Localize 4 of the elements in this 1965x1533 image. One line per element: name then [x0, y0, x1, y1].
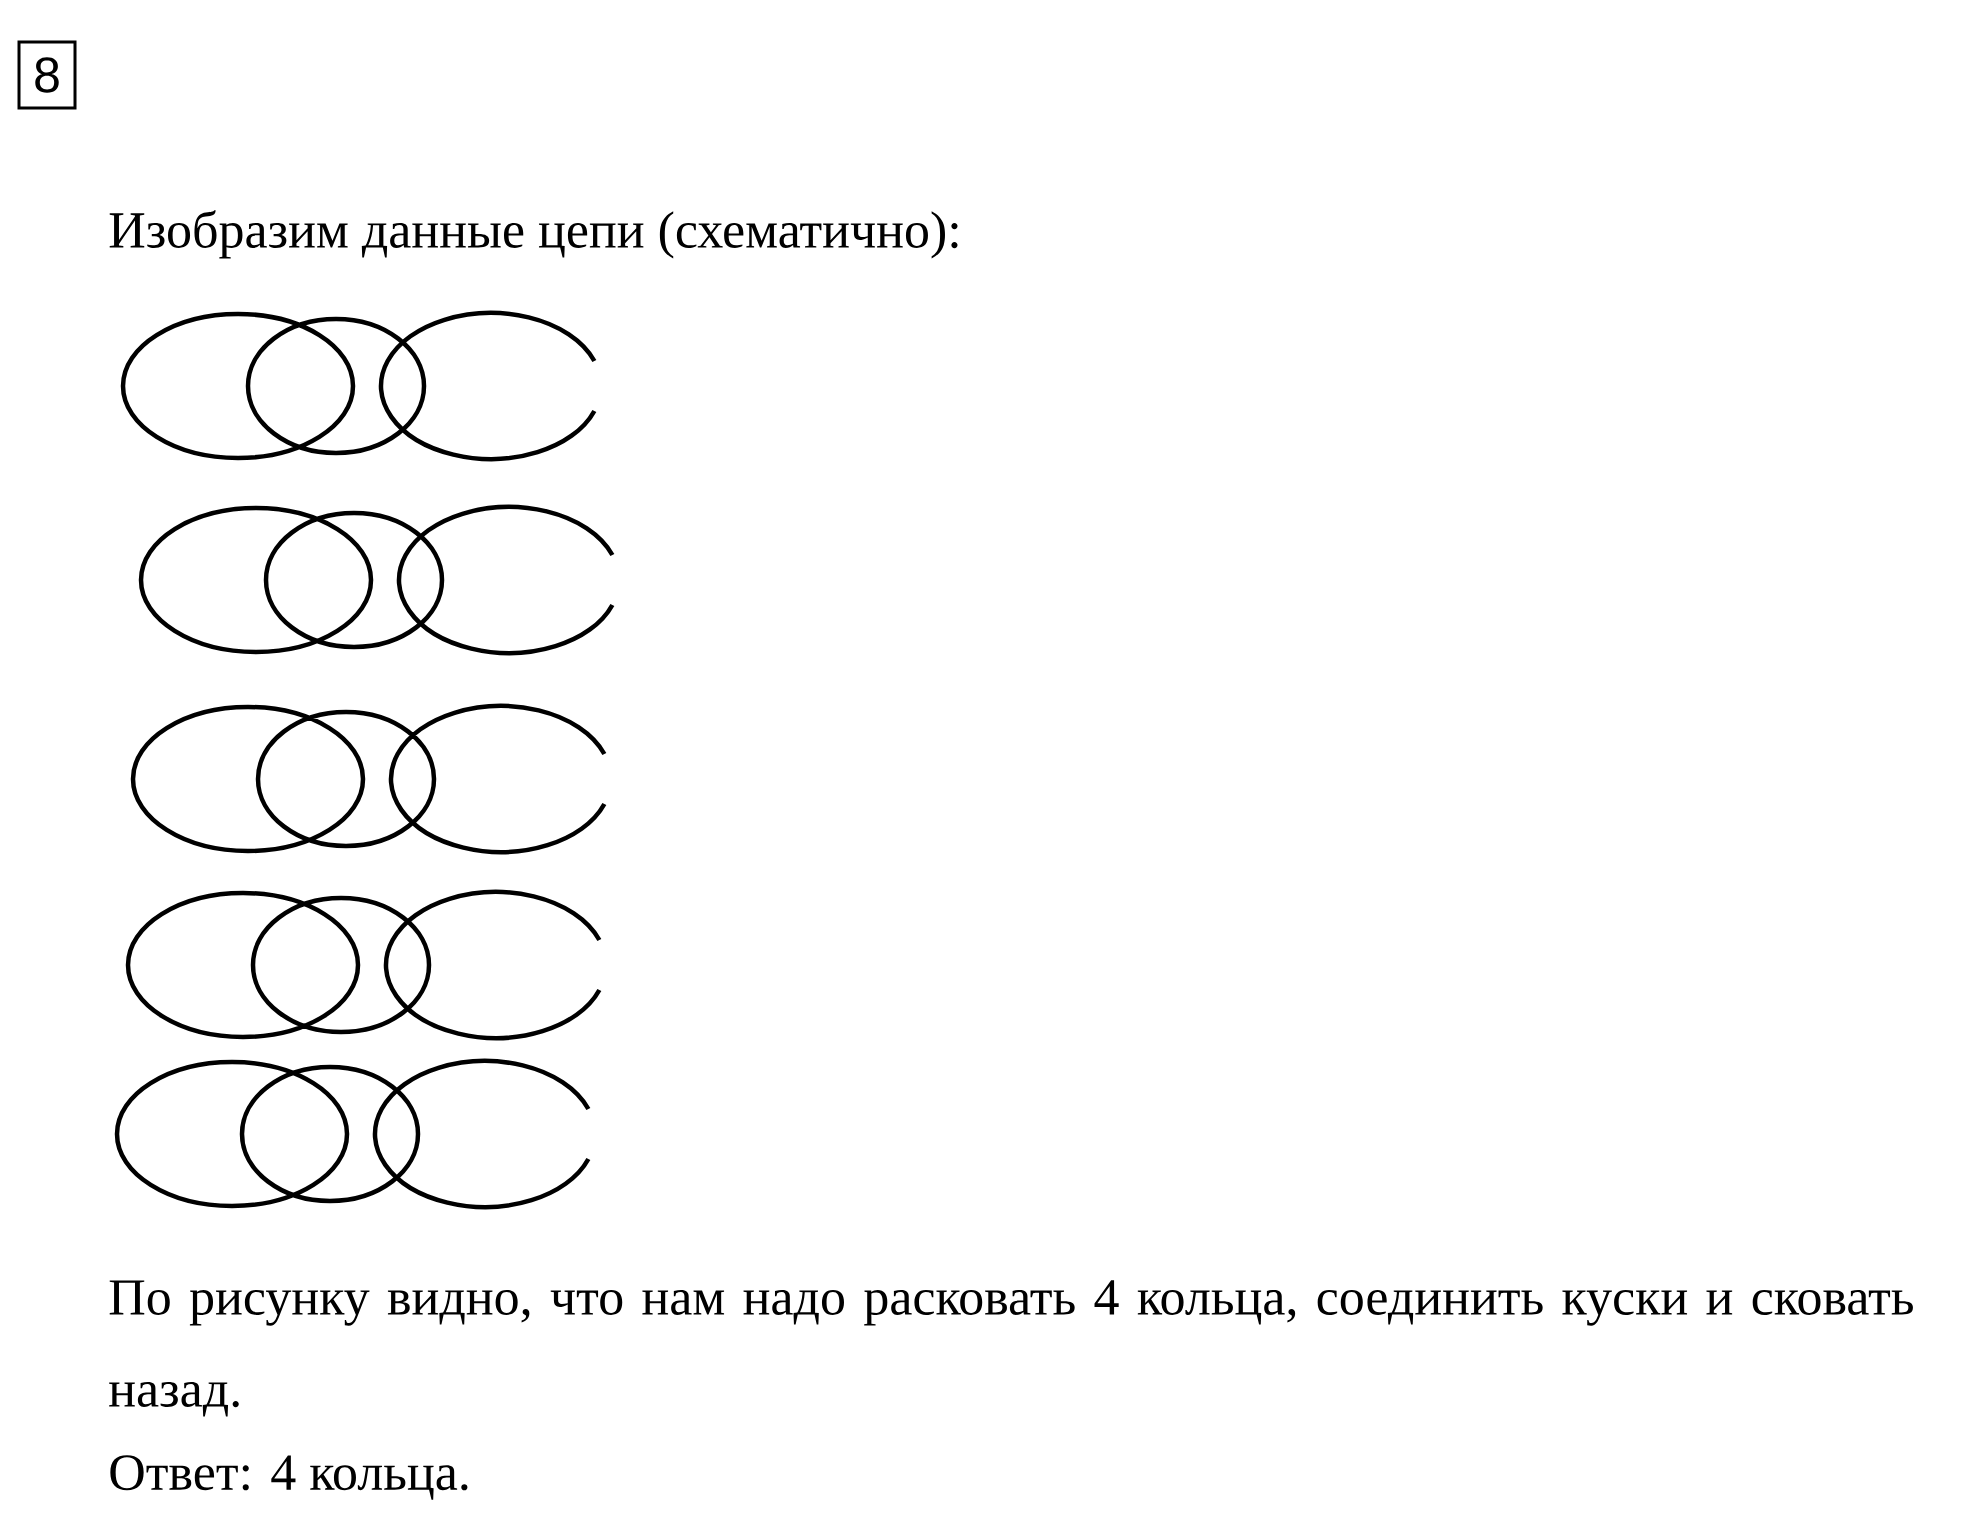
- heading-text: Изобразим данные цепи (схематично):: [109, 210, 958, 259]
- paragraph-text: По рисунку видно, что нам надо расковать 4 кольца, соединить куски и сковать назад.: [109, 1280, 1913, 1417]
- answer-text: Ответ: 4 кольца.: [110, 1455, 468, 1500]
- number-box: 8: [17, 40, 77, 110]
